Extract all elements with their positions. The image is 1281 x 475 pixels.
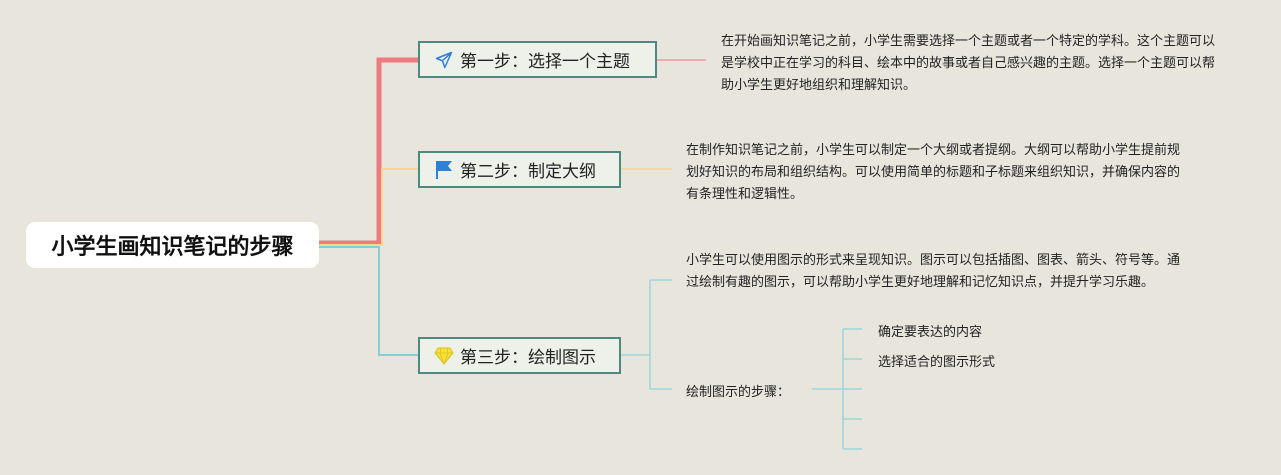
gem-icon — [434, 346, 454, 366]
paper-plane-icon — [434, 50, 454, 70]
branch-line-step2 — [319, 168, 418, 246]
step-2-note: 在制作知识笔记之前，小学生可以制定一个大纲或者提纲。大纲可以帮助小学生提前规划好… — [686, 143, 1181, 202]
step-3-label: 第三步：绘制图示 — [460, 348, 596, 368]
child-lines-step3 — [621, 279, 672, 390]
step-1-label: 第一步：选择一个主题 — [460, 52, 630, 72]
step-3-note: 小学生可以使用图示的形式来呈现知识。图示可以包括插图、图表、箭头、符号等。通过绘… — [686, 253, 1181, 290]
step-2-label: 第二步：制定大纲 — [460, 162, 596, 182]
step-3-sub-label: 绘制图示的步骤： — [686, 385, 791, 400]
step-3-node[interactable]: 第三步：绘制图示 — [418, 337, 621, 374]
root-topic-label: 小学生画知识笔记的步骤 — [51, 235, 294, 260]
step-2-node[interactable]: 第二步：制定大纲 — [418, 151, 621, 188]
flag-icon — [434, 160, 454, 180]
step-1-note: 在开始画知识笔记之前，小学生需要选择一个主题或者一个特定的学科。这个主题可以是学… — [721, 34, 1216, 93]
step-3-sub-item-1: 确定要表达的内容 — [878, 325, 983, 340]
step-3-sub-item-2: 选择适合的图示形式 — [878, 355, 996, 370]
branch-line-step1 — [319, 57, 418, 246]
step-1-node[interactable]: 第一步：选择一个主题 — [418, 41, 657, 78]
root-topic[interactable]: 小学生画知识笔记的步骤 — [26, 222, 319, 268]
branch-line-step3 — [319, 246, 418, 356]
sub-lines-step3 — [812, 328, 862, 450]
